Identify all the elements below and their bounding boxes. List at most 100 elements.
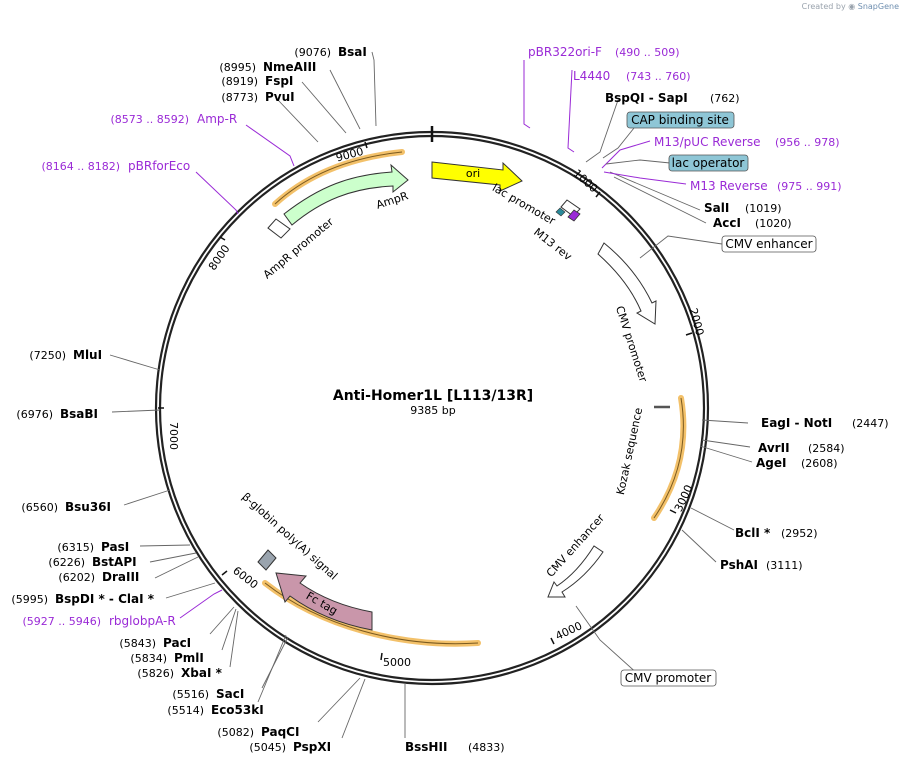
svg-text:Amp-R: Amp-R: [197, 112, 237, 126]
enzyme-label-xbai: (5826)XbaI *: [137, 666, 222, 680]
tick-label: 5000: [383, 656, 411, 669]
svg-text:(8573 .. 8592): (8573 .. 8592): [110, 113, 189, 126]
enzyme-label-bsu36i: (6560) Bsu36I: [21, 500, 111, 514]
ampr-feature: [283, 163, 409, 226]
feature-box-lac-operator: lac operator: [668, 154, 749, 172]
enzyme-label-acci: AccI (1020): [713, 216, 792, 230]
tick-label: 6000: [230, 564, 260, 591]
svg-text:AgeI: AgeI: [756, 456, 786, 470]
enzyme-label-eco53ki: (5514)Eco53kI: [167, 703, 263, 717]
svg-text:(975 .. 991): (975 .. 991): [777, 180, 842, 193]
credit-brand: SnapGene: [857, 2, 899, 11]
svg-text:M13/pUC Reverse: M13/pUC Reverse: [654, 135, 761, 149]
svg-text:AvrII: AvrII: [758, 441, 790, 455]
svg-text:(2447): (2447): [852, 417, 889, 430]
ampr-label: AmpR: [375, 189, 411, 212]
enzyme-label-paqci: (5082) PaqCI: [217, 725, 299, 739]
enzyme-label-saci: (5516) SacI: [172, 687, 244, 701]
svg-text:SacI: SacI: [216, 687, 244, 701]
primer-label-ampr: (8573 .. 8592) Amp-R: [110, 112, 237, 126]
polya-label: β-globin poly(A) signal: [239, 490, 340, 582]
snapgene-logo-icon: ◉: [848, 2, 856, 11]
svg-text:rbglobpA-R: rbglobpA-R: [109, 614, 176, 628]
svg-text:PspXI: PspXI: [293, 740, 331, 754]
primer-label-m13puc: M13/pUC Reverse(956 .. 978): [654, 135, 840, 149]
enzyme-label-sali: SalI(1019): [704, 201, 782, 215]
enzyme-label-fspi: (8919) FspI: [221, 74, 293, 88]
svg-text:DraIII: DraIII: [102, 570, 139, 584]
svg-text:PshAI: PshAI: [720, 558, 758, 572]
svg-text:BsaBI: BsaBI: [60, 407, 98, 421]
kozak-highlight-line: [653, 397, 684, 519]
svg-text:(7250): (7250): [29, 349, 66, 362]
primer-leaders: [179, 60, 687, 619]
enzyme-label-nmeaiii: (8995)NmeAIII: [219, 60, 316, 74]
svg-text:lac operator: lac operator: [672, 156, 745, 170]
cmv-enhancer-feature-1: [597, 242, 657, 325]
svg-text:(5516): (5516): [172, 688, 209, 701]
svg-text:(5082): (5082): [217, 726, 254, 739]
svg-text:AccI: AccI: [713, 216, 741, 230]
svg-text:(8773): (8773): [221, 91, 258, 104]
map-title: Anti-Homer1L [L113/13R]: [333, 388, 533, 404]
enzyme-label-pmli: (5834) PmlI: [130, 651, 203, 665]
ampr-promoter-feature: [267, 218, 291, 239]
enzyme-label-agei: AgeI (2608): [756, 456, 838, 470]
feature-box-cmv-enhancer: CMV enhancer: [721, 235, 817, 253]
svg-text:(5995): (5995): [11, 593, 48, 606]
svg-text:BstAPI: BstAPI: [92, 555, 137, 569]
svg-text:(2584): (2584): [808, 442, 845, 455]
svg-text:(5514): (5514): [167, 704, 204, 717]
svg-text:EagI - NotI: EagI - NotI: [761, 416, 832, 430]
tick-label: 4000: [553, 619, 584, 643]
svg-text:(6976): (6976): [16, 408, 53, 421]
svg-text:Bsu36I: Bsu36I: [65, 500, 111, 514]
enzyme-label-pvui: (8773)PvuI: [221, 90, 294, 104]
enzyme-leaders: [109, 51, 753, 739]
svg-text:CAP binding site: CAP binding site: [631, 113, 729, 127]
svg-text:FspI: FspI: [265, 74, 293, 88]
lac-promoter-label: lac promoter: [490, 181, 558, 228]
tick-5000: 5000: [380, 652, 411, 669]
svg-text:(743 .. 760): (743 .. 760): [626, 70, 691, 83]
svg-text:CMV promoter: CMV promoter: [625, 671, 712, 685]
svg-text:PaqCI: PaqCI: [261, 725, 299, 739]
kozak-label: Kozak sequence: [614, 406, 645, 496]
feature-box-cmv-promoter: CMV promoter: [620, 669, 717, 687]
enzyme-label-bstapi: (6226) BstAPI: [48, 555, 136, 569]
ori-label: ori: [466, 167, 480, 180]
enzyme-label-pasi: (6315)PasI: [57, 540, 129, 554]
svg-text:(6560): (6560): [21, 501, 58, 514]
svg-text:(5843): (5843): [119, 637, 156, 650]
svg-text:(762): (762): [710, 92, 740, 105]
svg-text:BssHII: BssHII: [405, 740, 447, 754]
svg-text:(9076): (9076): [294, 46, 331, 59]
svg-text:PacI: PacI: [163, 636, 191, 650]
svg-text:(5045): (5045): [249, 741, 286, 754]
svg-text:pBRforEco: pBRforEco: [128, 159, 190, 173]
svg-text:(1020): (1020): [755, 217, 792, 230]
svg-text:PmlI: PmlI: [174, 651, 204, 665]
enzyme-label-bspqi: BspQI - SapI(762): [605, 91, 740, 105]
enzyme-label-bspdi: (5995)BspDI * - ClaI *: [11, 592, 154, 606]
svg-text:MluI: MluI: [73, 348, 102, 362]
svg-text:(4833): (4833): [468, 741, 505, 754]
svg-text:(6226): (6226): [48, 556, 85, 569]
enzyme-label-eagi: EagI - NotI (2447): [761, 416, 889, 430]
svg-text:CMV enhancer: CMV enhancer: [725, 237, 812, 251]
svg-text:BsaI: BsaI: [338, 45, 367, 59]
svg-text:(8919): (8919): [221, 75, 258, 88]
map-length: 9385 bp: [410, 404, 455, 417]
enzyme-label-bcli: BclI *(2952): [735, 526, 818, 540]
tick-label: 7000: [167, 422, 180, 450]
svg-text:(2608): (2608): [801, 457, 838, 470]
svg-text:PasI: PasI: [101, 540, 129, 554]
svg-text:(8995): (8995): [219, 61, 256, 74]
cap-binding-feature: [555, 207, 566, 217]
primer-label-m13rev: M13 Reverse(975 .. 991): [690, 179, 842, 193]
enzyme-label-mlui: (7250) MluI: [29, 348, 102, 362]
svg-text:(8164 .. 8182): (8164 .. 8182): [41, 160, 120, 173]
svg-text:(5834): (5834): [130, 652, 167, 665]
cmv-enhancer-label-2: CMV enhancer: [544, 511, 607, 579]
